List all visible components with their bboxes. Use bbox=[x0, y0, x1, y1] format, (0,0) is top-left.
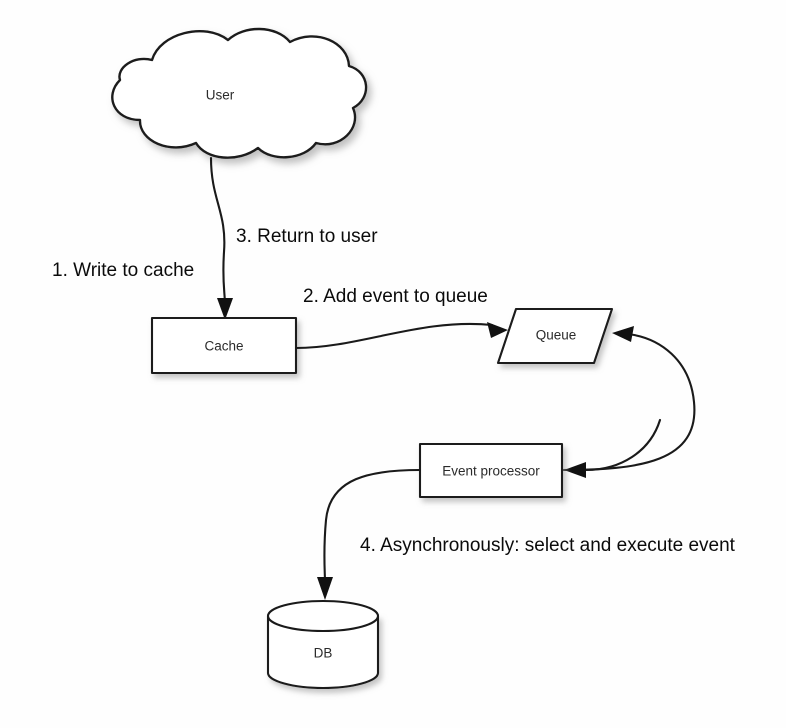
node-label-user: User bbox=[206, 88, 235, 103]
edge-processor-to-queue bbox=[560, 326, 696, 472]
step-label-1: 1. Write to cache bbox=[52, 260, 194, 281]
node-cache[interactable]: Cache bbox=[150, 316, 298, 375]
node-label-cache: Cache bbox=[204, 339, 243, 354]
node-label-db: DB bbox=[314, 646, 333, 661]
arrowhead-queue-to-processor bbox=[564, 462, 586, 478]
node-label-queue: Queue bbox=[536, 328, 577, 343]
node-event-processor[interactable]: Event processor bbox=[418, 442, 564, 499]
arrowhead-processor-to-db bbox=[317, 577, 333, 600]
node-queue[interactable]: Queue bbox=[496, 307, 614, 365]
arrowhead-cache-to-queue bbox=[487, 322, 508, 338]
arrowhead-user-to-cache bbox=[217, 298, 233, 320]
node-label-event-processor: Event processor bbox=[442, 464, 540, 479]
step-label-3: 3. Return to user bbox=[236, 226, 378, 247]
node-db[interactable]: DB bbox=[266, 599, 380, 690]
arrowhead-processor-to-queue bbox=[612, 326, 634, 342]
edge-user-to-cache bbox=[209, 156, 233, 320]
step-label-4: 4. Asynchronously: select and execute ev… bbox=[360, 535, 736, 556]
edge-cache-to-queue bbox=[294, 322, 508, 350]
edge-processor-to-db bbox=[317, 468, 422, 600]
edge-queue-to-processor bbox=[564, 418, 662, 478]
node-user[interactable]: User bbox=[111, 27, 368, 159]
step-label-2: 2. Add event to queue bbox=[303, 286, 488, 307]
